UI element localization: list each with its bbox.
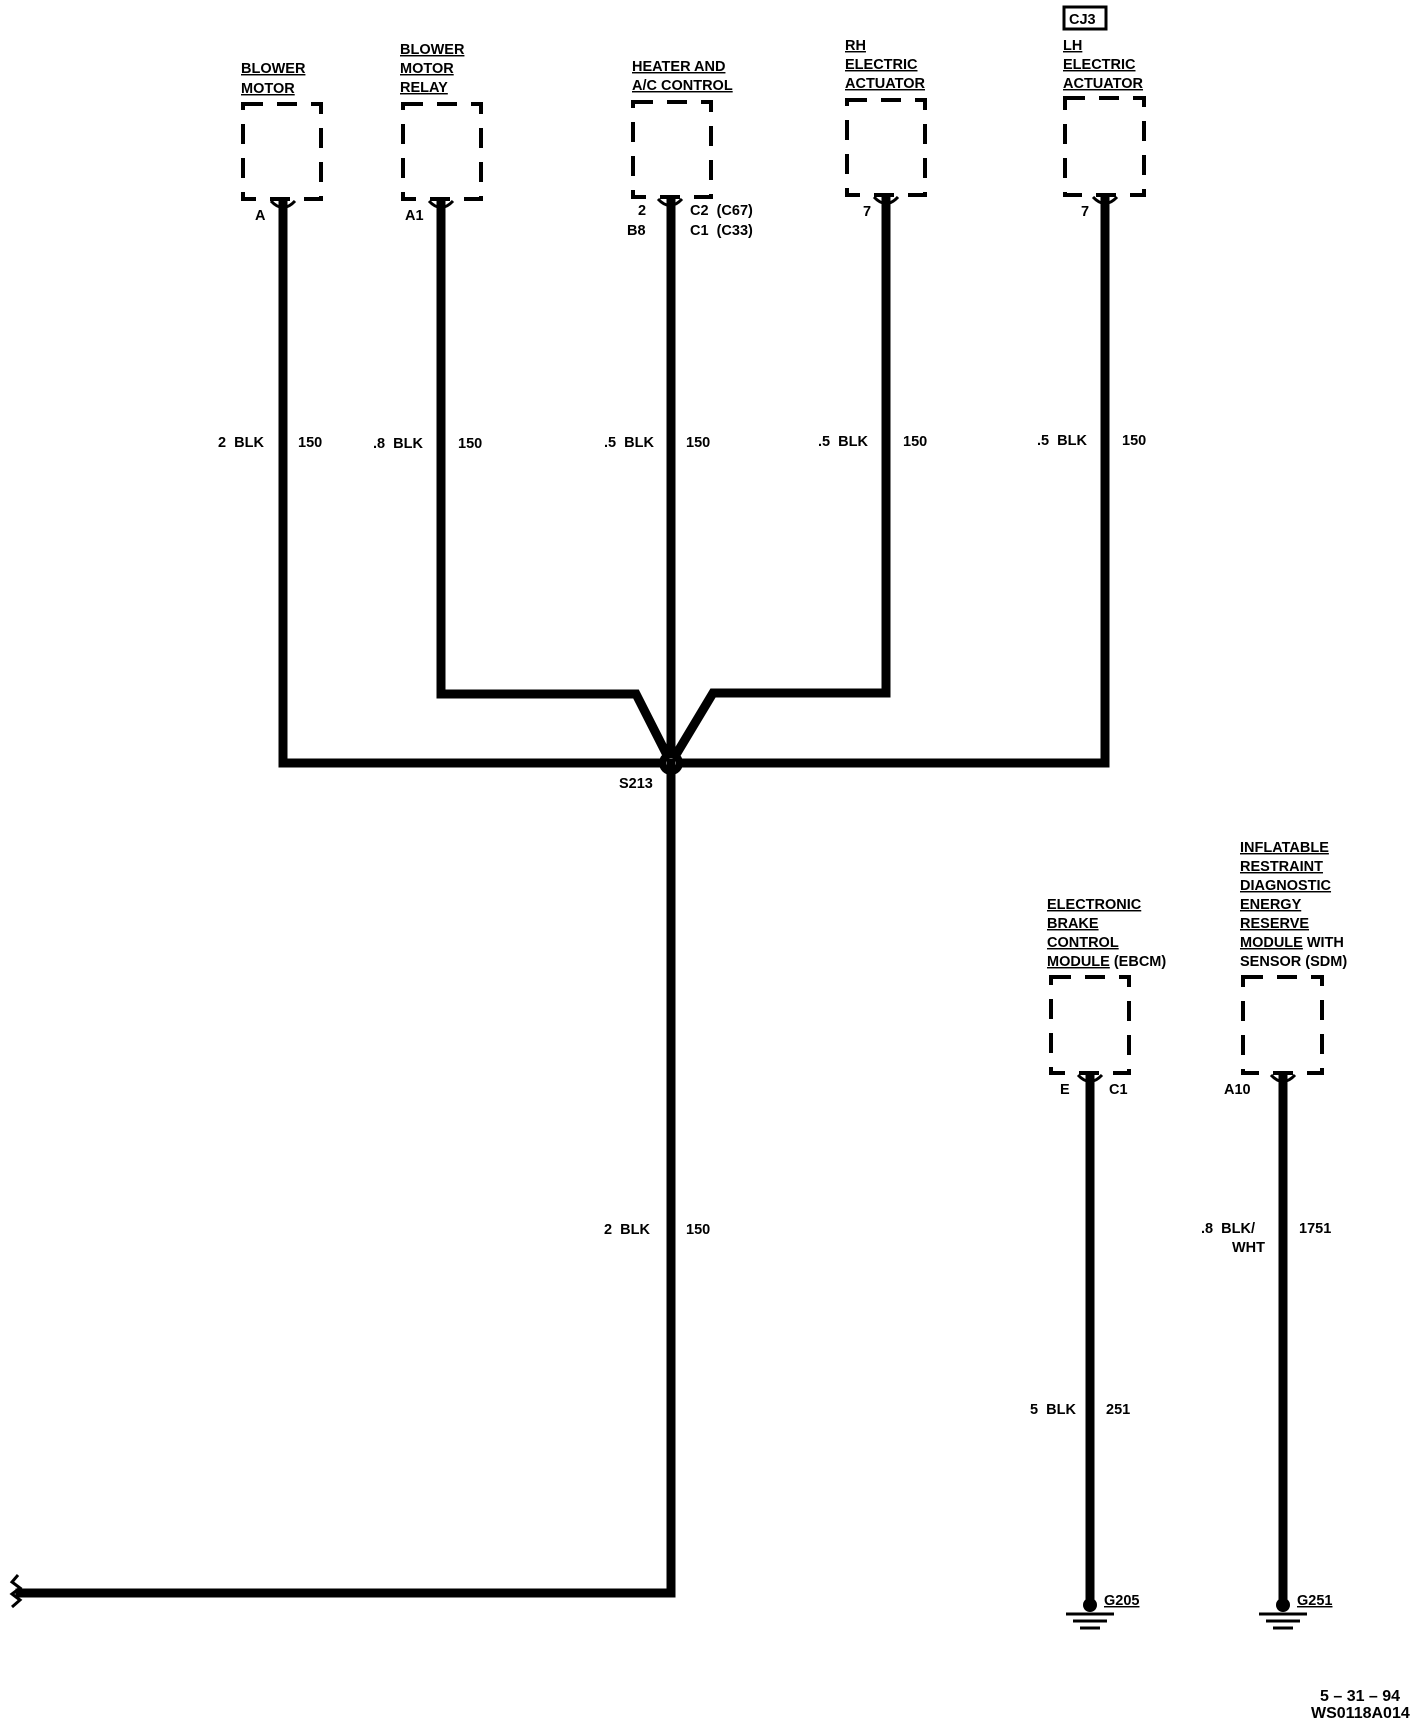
- ground-g251-dot: [1276, 1598, 1290, 1612]
- wire-label-ebcm-circuit: 251: [1106, 1402, 1130, 1418]
- wire-label-trunk-gauge: 2 BLK: [604, 1222, 650, 1238]
- component-blower-motor: BLOWER MOTOR A: [241, 61, 323, 224]
- ebcm-label-2: BRAKE: [1047, 916, 1099, 932]
- heater-ac-pin-right-2: C1 (C33): [690, 223, 753, 239]
- ebcm-label-4: MODULE: [1047, 954, 1110, 970]
- sdm-label-5: RESERVE: [1240, 916, 1309, 932]
- footer-code: WS0118A014: [1311, 1705, 1410, 1720]
- sdm-label-1: INFLATABLE: [1240, 840, 1329, 856]
- ebcm-label-1: ELECTRONIC: [1047, 897, 1142, 913]
- wire-blower-motor-relay: [436, 200, 678, 770]
- footer-date: 5 – 31 – 94: [1320, 1688, 1400, 1705]
- off-page-break: [9, 1574, 23, 1609]
- component-rh-electric-actuator: RH ELECTRIC ACTUATOR 7: [845, 38, 927, 220]
- sdm-pin: A10: [1224, 1082, 1251, 1098]
- sdm-label-3: DIAGNOSTIC: [1240, 878, 1332, 894]
- wire-label-sdm-gauge-1: .8 BLK/: [1201, 1221, 1255, 1237]
- component-sdm: INFLATABLE RESTRAINT DIAGNOSTIC ENERGY R…: [1201, 840, 1347, 1611]
- wire-label-heater-gauge: .5 BLK: [604, 435, 654, 451]
- blower-motor-label-1: BLOWER: [241, 61, 306, 77]
- blower-motor-box: [241, 102, 323, 201]
- lh-actuator-tag-box: [1062, 5, 1108, 31]
- sdm-box: [1241, 975, 1324, 1075]
- wire-main-trunk: [15, 758, 676, 1598]
- ground-g251: G251: [1259, 1593, 1332, 1630]
- component-blower-motor-relay: BLOWER MOTOR RELAY A1: [400, 42, 483, 224]
- lh-actuator-tag: CJ3: [1069, 12, 1096, 28]
- component-heater-ac-control: HEATER AND A/C CONTROL 2 B8 C2 (C67) C1 …: [627, 59, 753, 239]
- upper-wire-harness: [278, 196, 1110, 770]
- blower-relay-pin: A1: [405, 208, 424, 224]
- footer: 5 – 31 – 94 WS0118A014: [1311, 1688, 1410, 1720]
- blower-relay-box: [401, 102, 483, 201]
- wire-label-ebcm-gauge: 5 BLK: [1030, 1402, 1076, 1418]
- lh-actuator-pin: 7: [1081, 204, 1089, 220]
- ground-g205: G205: [1066, 1593, 1139, 1630]
- heater-ac-label-1: HEATER AND: [632, 59, 725, 75]
- ebcm-label-suffix: (EBCM): [1114, 954, 1167, 970]
- wire-label-sdm-circuit: 1751: [1299, 1221, 1331, 1237]
- ebcm-label-4-group: MODULE(EBCM): [1047, 954, 1166, 970]
- blower-relay-label-2: MOTOR: [400, 61, 454, 77]
- sdm-label-6-suffix: WITH: [1307, 935, 1344, 951]
- ground-g205-dot: [1083, 1598, 1097, 1612]
- lh-actuator-label-2: ELECTRIC: [1063, 57, 1136, 73]
- rh-actuator-label-1: RH: [845, 38, 866, 54]
- component-ebcm: ELECTRONIC BRAKE CONTROL MODULE(EBCM) E …: [1030, 897, 1166, 1611]
- wire-label-trunk-circuit: 150: [686, 1222, 710, 1238]
- blower-relay-label-3: RELAY: [400, 80, 448, 96]
- sdm-label-4: ENERGY: [1240, 897, 1302, 913]
- lh-actuator-label-3: ACTUATOR: [1063, 76, 1144, 92]
- blower-relay-label-1: BLOWER: [400, 42, 465, 58]
- ebcm-pin-right: C1: [1109, 1082, 1128, 1098]
- wire-label-relay-circuit: 150: [458, 436, 482, 452]
- ebcm-label-3: CONTROL: [1047, 935, 1119, 951]
- ebcm-box: [1049, 975, 1131, 1075]
- heater-ac-pin-left-1: 2: [638, 203, 646, 219]
- component-lh-electric-actuator: CJ3 LH ELECTRIC ACTUATOR 7: [1062, 5, 1146, 220]
- blower-motor-pin: A: [255, 208, 266, 224]
- sdm-label-6: MODULE: [1240, 935, 1303, 951]
- wire-blower-motor: [278, 200, 676, 768]
- lh-actuator-label-1: LH: [1063, 38, 1082, 54]
- wire-label-lh-circuit: 150: [1122, 433, 1146, 449]
- wire-label-heater-circuit: 150: [686, 435, 710, 451]
- ground-g251-label: G251: [1297, 1593, 1332, 1609]
- sdm-label-7: SENSOR (SDM): [1240, 954, 1347, 970]
- wire-label-lh-gauge: .5 BLK: [1037, 433, 1087, 449]
- splice-label: S213: [619, 776, 653, 792]
- sdm-label-2: RESTRAINT: [1240, 859, 1323, 875]
- wire-label-relay-gauge: .8 BLK: [373, 436, 423, 452]
- blower-motor-label-2: MOTOR: [241, 81, 295, 97]
- rh-actuator-box: [845, 98, 927, 197]
- wire-lh-electric-actuator: [666, 196, 1110, 768]
- main-trunk: 2 BLK 150: [9, 758, 710, 1609]
- lh-actuator-box: [1063, 96, 1146, 197]
- rh-actuator-label-2: ELECTRIC: [845, 57, 918, 73]
- wire-label-blower-motor-gauge: 2 BLK: [218, 435, 264, 451]
- ground-g205-label: G205: [1104, 1593, 1139, 1609]
- wire-label-rh-gauge: .5 BLK: [818, 434, 868, 450]
- wire-rh-electric-actuator: [664, 196, 891, 770]
- wire-label-sdm-gauge-2: WHT: [1232, 1240, 1265, 1256]
- wire-label-blower-motor-circuit: 150: [298, 435, 322, 451]
- heater-ac-box: [631, 100, 713, 199]
- rh-actuator-pin: 7: [863, 204, 871, 220]
- wire-label-rh-circuit: 150: [903, 434, 927, 450]
- heater-ac-label-2: A/C CONTROL: [632, 78, 733, 94]
- heater-ac-pin-right-1: C2 (C67): [690, 203, 753, 219]
- rh-actuator-label-3: ACTUATOR: [845, 76, 926, 92]
- heater-ac-pin-left-2: B8: [627, 223, 646, 239]
- upper-wire-labels: 2 BLK 150 .8 BLK 150 .5 BLK 150 .5 BLK 1…: [218, 433, 1146, 452]
- ebcm-pin-left: E: [1060, 1082, 1070, 1098]
